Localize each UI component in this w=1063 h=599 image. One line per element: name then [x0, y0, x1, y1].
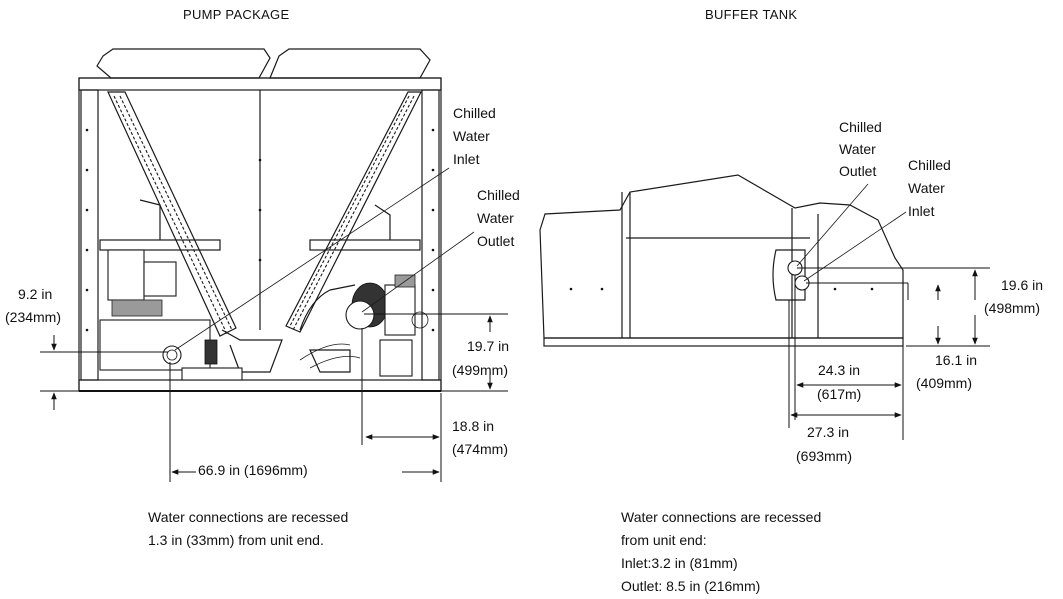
- pump-inlet-label: Chilled Water Inlet: [453, 105, 496, 167]
- svg-text:Water: Water: [908, 180, 945, 196]
- svg-text:19.7 in: 19.7 in: [467, 338, 509, 354]
- right-post: [421, 89, 440, 381]
- svg-text:(498mm): (498mm): [984, 300, 1040, 316]
- buffer-inlet-leader: [803, 211, 907, 282]
- svg-text:from unit end:: from unit end:: [621, 532, 707, 548]
- buffer-width-1-dim: 24.3 in (617m): [794, 275, 904, 440]
- buffer-width-2-dim: 27.3 in (693mm): [788, 300, 902, 464]
- svg-text:66.9 in (1696mm): 66.9 in (1696mm): [198, 462, 308, 478]
- tank-bolts: [569, 287, 874, 291]
- svg-text:Water: Water: [477, 210, 514, 226]
- svg-text:(693mm): (693mm): [796, 448, 852, 464]
- svg-text:24.3 in: 24.3 in: [818, 362, 860, 378]
- buffer-outlet-leader: [796, 183, 869, 267]
- svg-text:Water connections are recessed: Water connections are recessed: [148, 509, 348, 525]
- tank-outline: [539, 174, 904, 339]
- svg-text:(617m): (617m): [817, 386, 861, 402]
- buffer-height-2-dim: 16.1 in (409mm): [806, 282, 977, 391]
- svg-text:Outlet: Outlet: [477, 233, 514, 249]
- pump-outlet-label: Chilled Water Outlet: [477, 187, 520, 249]
- svg-text:9.2 in: 9.2 in: [18, 286, 52, 302]
- svg-text:Inlet:3.2 in (81mm): Inlet:3.2 in (81mm): [621, 555, 738, 571]
- svg-text:Chilled: Chilled: [908, 157, 951, 173]
- tank-base: [543, 337, 904, 347]
- pump-width-dim: 66.9 in (1696mm): [169, 362, 440, 482]
- buffer-tank-title: BUFFER TANK: [705, 7, 797, 22]
- svg-text:Inlet: Inlet: [908, 203, 935, 219]
- svg-text:Inlet: Inlet: [453, 151, 480, 167]
- pump-height-right-dim: 19.7 in (499mm): [364, 313, 509, 392]
- fan-housing-right: [269, 48, 431, 79]
- svg-text:Water: Water: [453, 128, 490, 144]
- svg-text:(409mm): (409mm): [916, 375, 972, 391]
- svg-text:Water connections are recessed: Water connections are recessed: [621, 509, 821, 525]
- left-post: [80, 89, 99, 381]
- svg-text:Chilled: Chilled: [453, 105, 496, 121]
- pump-depth-dim: 18.8 in (474mm): [361, 328, 508, 482]
- svg-text:Water: Water: [839, 141, 876, 157]
- pump-inlet-leader: [174, 167, 450, 351]
- svg-text:(499mm): (499mm): [452, 362, 508, 378]
- tank-end-plate: [772, 249, 806, 301]
- top-rail: [78, 77, 442, 91]
- pump-package-title: PUMP PACKAGE: [183, 7, 289, 22]
- pump-package-unit: [78, 48, 442, 392]
- base-rail: [78, 379, 442, 392]
- buffer-outlet-label: Chilled Water Outlet: [839, 119, 882, 179]
- svg-text:(474mm): (474mm): [452, 441, 508, 457]
- fan-housing-left: [96, 48, 271, 79]
- v-coil-left: [107, 91, 237, 337]
- frame-bolts: [85, 128, 435, 332]
- svg-text:Outlet: 8.5 in (216mm): Outlet: 8.5 in (216mm): [621, 578, 760, 594]
- svg-text:1.3 in (33mm) from unit end.: 1.3 in (33mm) from unit end.: [148, 532, 324, 548]
- pump-assembly-left: [99, 199, 391, 381]
- pump-assembly-right: [299, 239, 429, 377]
- svg-text:Outlet: Outlet: [839, 163, 876, 179]
- svg-text:(234mm): (234mm): [5, 309, 61, 325]
- svg-text:Chilled: Chilled: [477, 187, 520, 203]
- svg-text:18.8 in: 18.8 in: [452, 418, 494, 434]
- pump-note: Water connections are recessed 1.3 in (3…: [148, 509, 348, 548]
- pump-outlet-leader: [361, 231, 475, 313]
- buffer-tank-unit: [539, 174, 904, 347]
- buffer-note: Water connections are recessed from unit…: [621, 509, 821, 594]
- svg-text:19.6 in: 19.6 in: [1001, 277, 1043, 293]
- v-coil-right: [285, 91, 422, 333]
- svg-text:Chilled: Chilled: [839, 119, 882, 135]
- pump-height-left-dim: 9.2 in (234mm): [5, 286, 168, 410]
- svg-text:16.1 in: 16.1 in: [935, 352, 977, 368]
- svg-text:27.3 in: 27.3 in: [807, 424, 849, 440]
- buffer-height-1-dim: 19.6 in (498mm): [797, 267, 1043, 347]
- buffer-inlet-label: Chilled Water Inlet: [908, 157, 951, 219]
